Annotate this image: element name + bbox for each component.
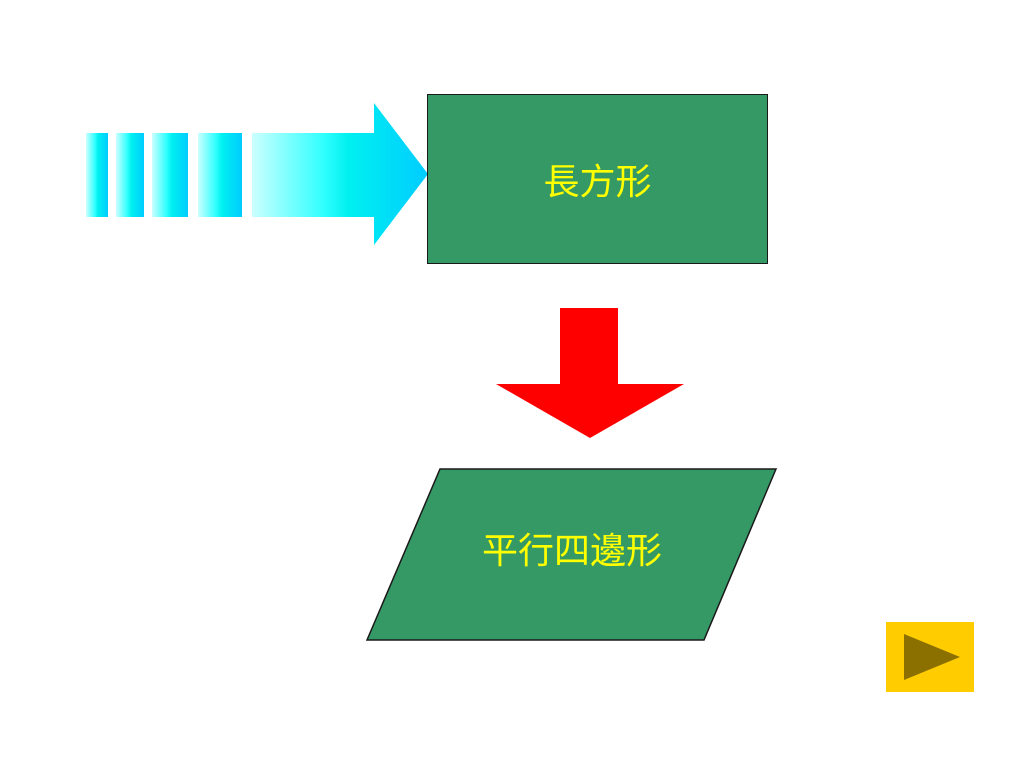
down-arrow-icon: [496, 308, 684, 438]
arrow-stripe: [116, 133, 144, 217]
right-arrow-icon: [86, 103, 428, 245]
rectangle-shape: 長方形: [427, 94, 768, 264]
arrow-stripe: [152, 133, 188, 217]
arrow-stripe: [198, 133, 242, 217]
rectangle-label: 長方形: [543, 162, 652, 203]
arrow-head: [252, 103, 428, 245]
arrow-stripe: [86, 133, 108, 217]
play-triangle-icon: [904, 634, 960, 680]
parallelogram-shape: [365, 468, 778, 641]
parallelogram-label: 平行四邊形: [481, 531, 662, 572]
next-slide-button[interactable]: [886, 622, 974, 692]
parallelogram-text-area: 平行四邊形: [366, 468, 778, 628]
